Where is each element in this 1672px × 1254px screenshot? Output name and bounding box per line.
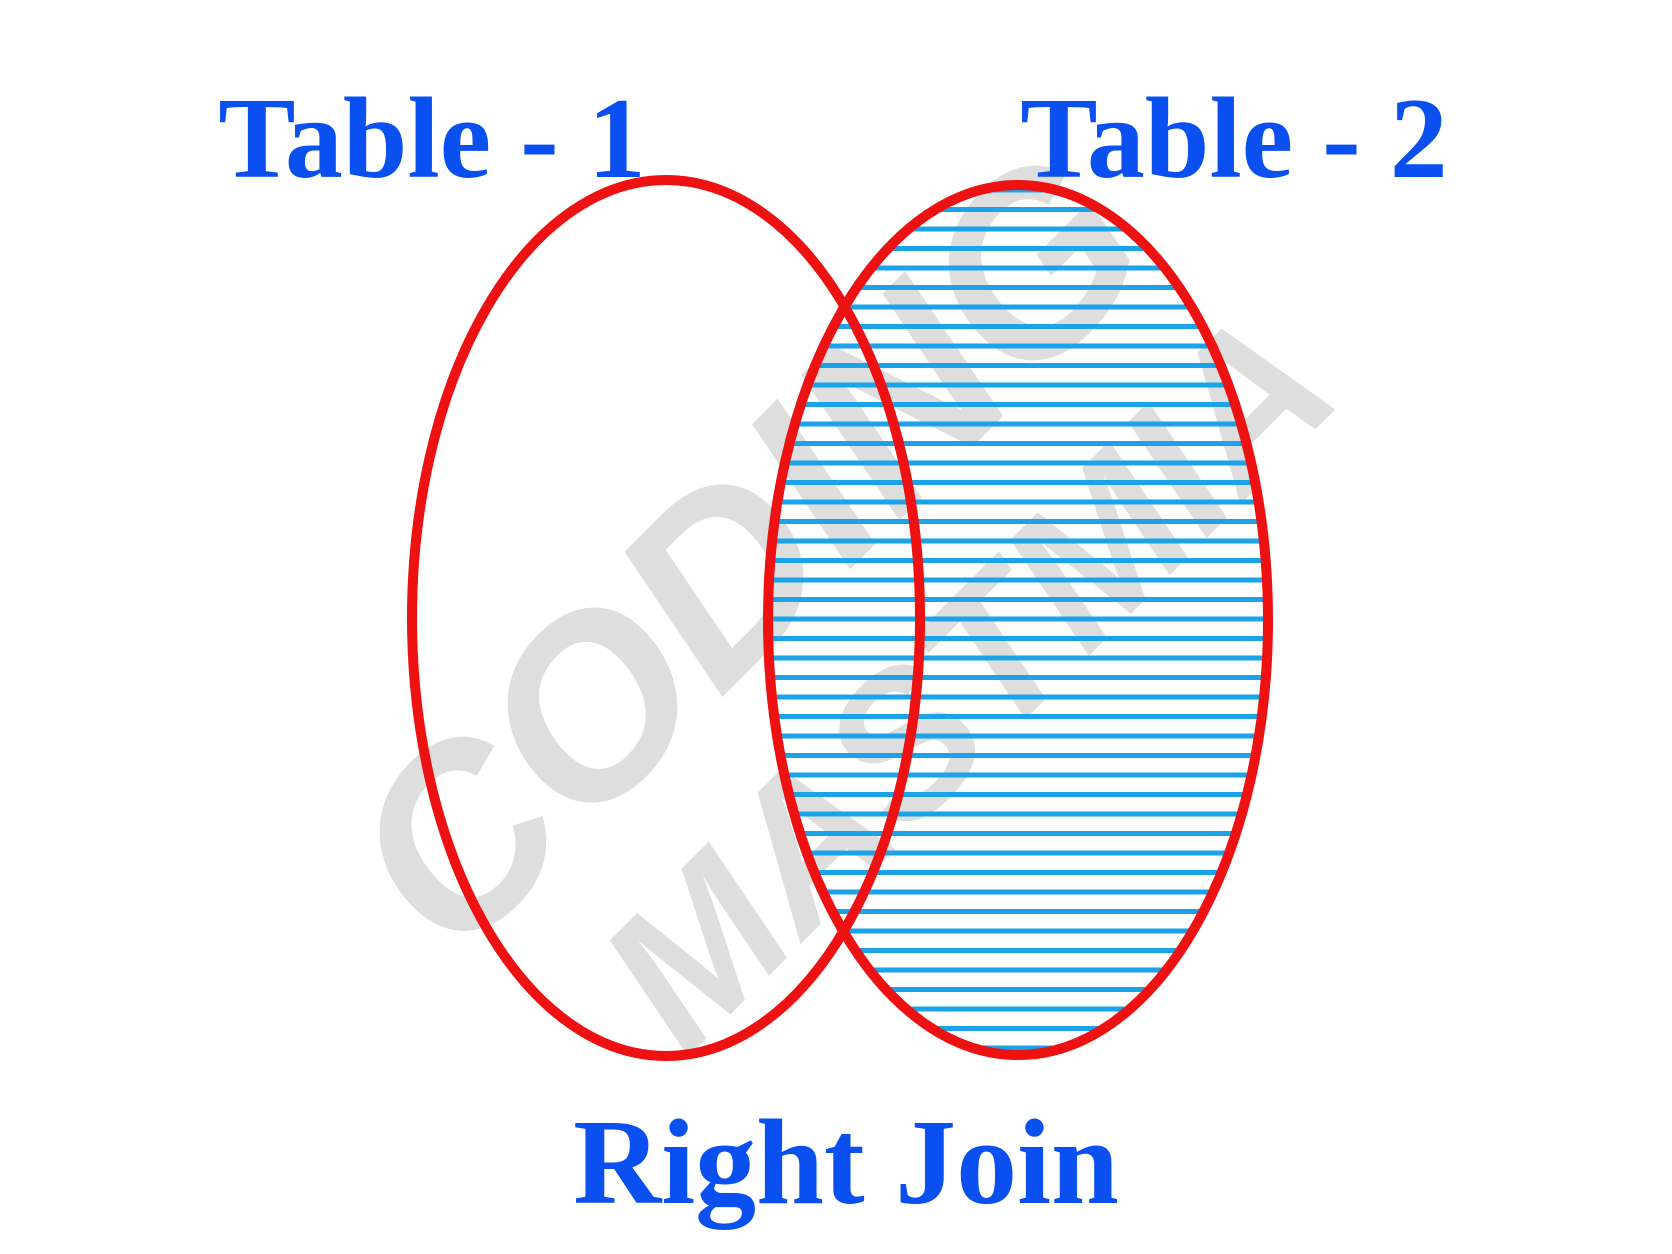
left-set-ellipse [407, 175, 925, 1061]
right-set-label: Table - 2 [1020, 75, 1448, 203]
right-set-ellipse [763, 180, 1273, 1060]
left-set-label: Table - 1 [218, 75, 646, 203]
diagram-caption: Right Join [573, 1095, 1119, 1230]
